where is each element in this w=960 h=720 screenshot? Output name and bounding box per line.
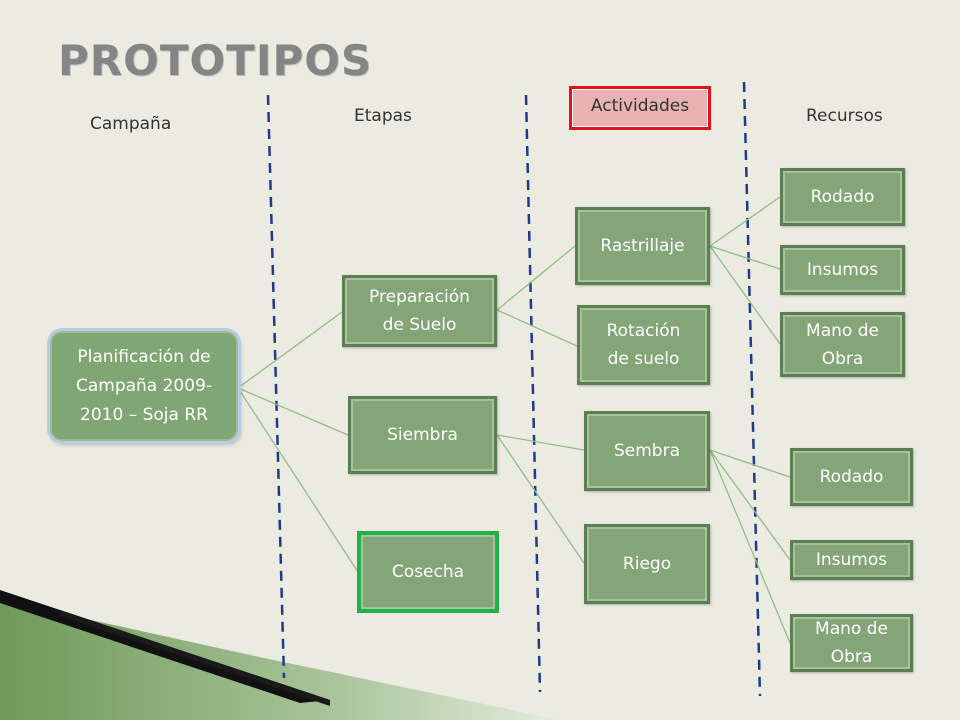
connector-siembra-sembra [496, 434, 585, 451]
node-insumos-2[interactable]: Insumos [790, 540, 913, 580]
divider-3 [742, 81, 762, 697]
column-label-campana: Campaña [90, 114, 172, 134]
connector-sembra-mano [709, 449, 791, 644]
node-riego[interactable]: Riego [584, 524, 710, 604]
page-title: PROTOTIPOS [58, 36, 373, 85]
connector-rastrillaje-rodado [709, 196, 781, 247]
node-planificacion-campana[interactable]: Planificación de Campaña 2009- 2010 – So… [50, 331, 238, 441]
connectors [237, 196, 791, 644]
decorative-swoosh [0, 590, 560, 720]
connector-preparacion-rastrillaje [496, 245, 576, 311]
node-cosecha[interactable]: Cosecha [358, 532, 498, 612]
node-siembra[interactable]: Siembra [348, 396, 497, 474]
node-insumos-1[interactable]: Insumos [780, 245, 905, 295]
divider-2 [524, 94, 542, 693]
connector-sembra-insumos [709, 449, 791, 561]
node-rodado-2[interactable]: Rodado [790, 448, 913, 506]
node-sembra[interactable]: Sembra [584, 411, 710, 491]
column-label-etapas: Etapas [354, 106, 412, 126]
connector-root-siembra [237, 387, 349, 436]
connector-preparacion-rotacion [496, 309, 578, 347]
connector-rastrillaje-insumos [709, 245, 781, 270]
connector-sembra-rodado [709, 449, 791, 478]
node-rotacion-suelo[interactable]: Rotación de suelo [577, 305, 710, 385]
connector-root-cosecha [237, 387, 359, 573]
connector-siembra-riego [496, 434, 585, 564]
column-dividers [266, 81, 762, 697]
node-rastrillaje[interactable]: Rastrillaje [575, 207, 710, 285]
node-mano-de-obra-2[interactable]: Mano de Obra [790, 614, 913, 672]
node-mano-de-obra-1[interactable]: Mano de Obra [780, 312, 905, 377]
node-rodado-1[interactable]: Rodado [780, 168, 905, 226]
connector-rastrillaje-mano [709, 245, 781, 345]
column-label-recursos: Recursos [806, 106, 883, 126]
column-label-actividades[interactable]: Actividades [569, 86, 711, 130]
connector-root-preparacion [237, 311, 343, 389]
divider-1 [266, 94, 286, 679]
node-preparacion-suelo[interactable]: Preparación de Suelo [342, 275, 497, 347]
